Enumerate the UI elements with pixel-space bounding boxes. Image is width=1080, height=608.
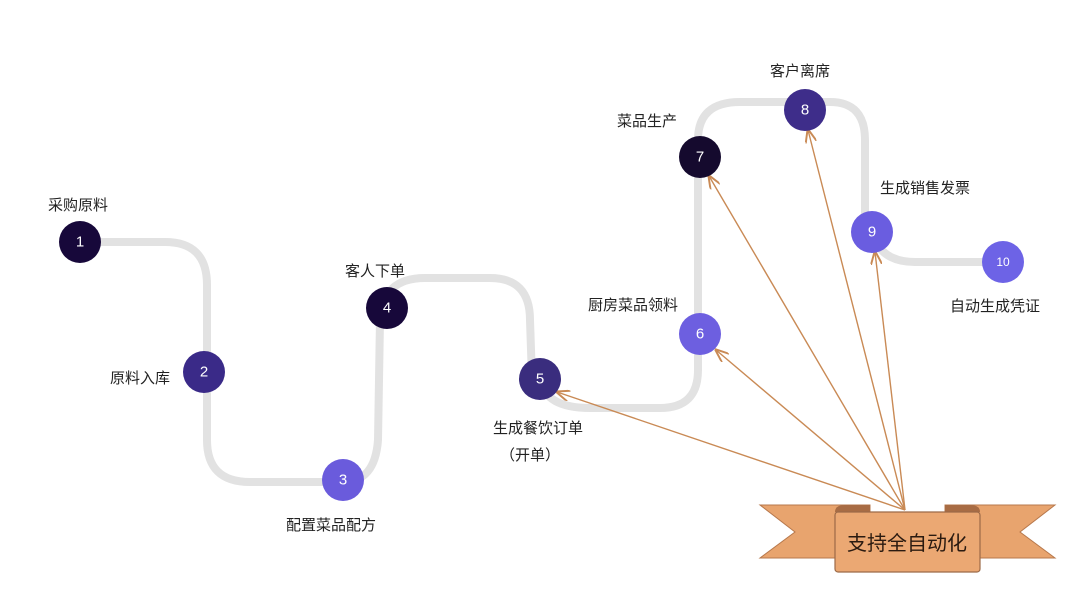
step-label: 厨房菜品领料 [588,296,678,314]
arrow-to-7 [709,176,906,511]
step-number: 8 [801,102,809,119]
step-number: 3 [339,472,347,489]
step-number: 1 [76,234,84,251]
step-label: 配置菜品配方 [286,516,376,534]
step-label: 生成销售发票 [880,179,970,197]
step-6: 6 厨房菜品领料 [588,296,721,355]
step-10: 10 自动生成凭证 [950,241,1040,315]
arrow-to-5 [557,392,906,511]
step-circle [679,136,721,178]
automation-banner: 支持全自动化 [758,504,1057,573]
automation-arrows [557,130,906,511]
step-number: 5 [536,371,544,388]
step-number: 4 [383,300,391,317]
step-circle [679,313,721,355]
banner-text: 支持全自动化 [847,531,967,555]
step-number: 10 [996,255,1010,269]
banner-center [834,511,981,573]
step-label: 客户离席 [770,62,830,80]
step-label-sub: （开单） [500,446,560,464]
step-circle [851,211,893,253]
step-circle [322,459,364,501]
step-1: 1 采购原料 [48,196,108,263]
step-number: 6 [696,326,704,343]
step-label: 生成餐饮订单 [493,419,583,437]
step-number: 2 [200,364,208,381]
step-5: 5 生成餐饮订单 （开单） [493,358,583,464]
arrow-to-6 [716,350,906,511]
step-label: 自动生成凭证 [950,297,1040,315]
step-number: 7 [696,149,704,166]
step-label: 客人下单 [345,262,405,280]
step-7: 7 菜品生产 [617,112,721,178]
step-4: 4 客人下单 [345,262,408,329]
step-circle [982,241,1024,283]
step-2: 2 原料入库 [110,351,225,393]
step-label: 原料入库 [110,369,170,387]
step-8: 8 客户离席 [770,62,830,131]
step-number: 9 [868,224,876,241]
step-9: 9 生成销售发票 [851,179,970,253]
step-circle [784,89,826,131]
step-3: 3 配置菜品配方 [286,459,376,534]
arrow-to-8 [808,130,906,511]
arrow-to-9 [875,252,906,511]
step-circle [183,351,225,393]
step-circle [519,358,561,400]
step-label: 菜品生产 [617,112,677,130]
step-label: 采购原料 [48,196,108,214]
step-circle [366,287,408,329]
step-circle [59,221,101,263]
